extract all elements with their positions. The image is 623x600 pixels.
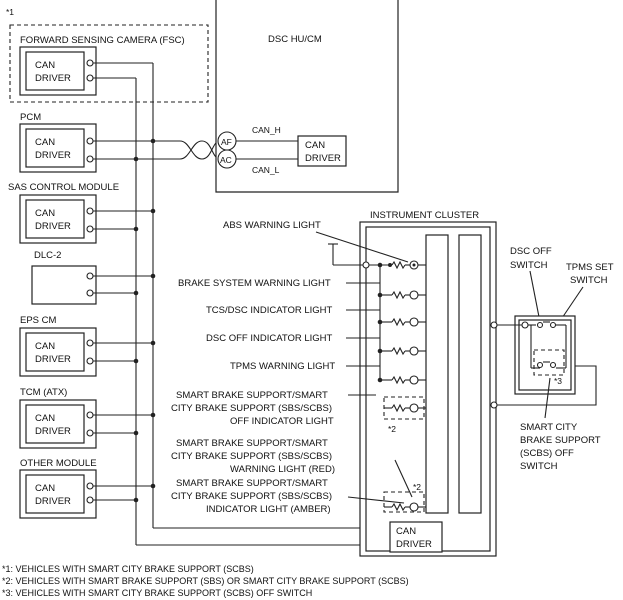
footnote-2: *2: VEHICLES WITH SMART BRAKE SUPPORT (S… — [2, 576, 409, 586]
sbs-warning-label-1: SMART BRAKE SUPPORT/SMART — [176, 438, 328, 449]
dlc-label: DLC-2 — [34, 250, 61, 261]
tcm-can-line1: CAN — [35, 413, 55, 424]
eps-can-line2: DRIVER — [35, 354, 71, 365]
eps-can-line1: CAN — [35, 341, 55, 352]
dsc-off-indicator-label: DSC OFF INDICATOR LIGHT — [206, 333, 333, 344]
other-can-line2: DRIVER — [35, 496, 71, 507]
dlc-connector — [31, 265, 97, 305]
fsc-can-line1: CAN — [35, 60, 55, 71]
dsc-title: DSC HU/CM — [268, 34, 322, 45]
eps-module: CAN DRIVER — [19, 327, 97, 377]
pcm-label: PCM — [20, 112, 41, 123]
sas-can-line1: CAN — [35, 208, 55, 219]
eps-label: EPS CM — [20, 315, 57, 326]
scbs-off-marker: *3 — [554, 376, 562, 386]
dsc-off-switch-label-1: DSC OFF — [510, 246, 552, 257]
footnote-1: *1: VEHICLES WITH SMART CITY BRAKE SUPPO… — [2, 564, 254, 574]
cluster-labels: ABS WARNING LIGHT BRAKE SYSTEM WARNING L… — [171, 220, 409, 515]
cluster-can-line2: DRIVER — [396, 539, 432, 550]
dsc-can-h: CAN_H — [252, 125, 281, 135]
fsc-marker: *1 — [6, 7, 14, 17]
dsc-hu-cm: DSC HU/CM AF AC CAN_H CAN_L CAN DRIVER — [215, 0, 399, 193]
brake-warning-label: BRAKE SYSTEM WARNING LIGHT — [178, 278, 331, 289]
fsc-optional-region — [9, 24, 209, 103]
tpms-set-switch-label-1: TPMS SET — [566, 262, 614, 273]
scbs-switch-label-4: SWITCH — [520, 461, 558, 472]
sbs-indicator-label-3: INDICATOR LIGHT (AMBER) — [206, 504, 331, 515]
sbs-indicator-label-1: SMART BRAKE SUPPORT/SMART — [176, 478, 328, 489]
sbs-off-label-3: OFF INDICATOR LIGHT — [230, 416, 334, 427]
tcm-label: TCM (ATX) — [20, 387, 67, 398]
abs-warning-label: ABS WARNING LIGHT — [223, 220, 321, 231]
sbs-ind-marker: *2 — [413, 482, 421, 492]
other-label: OTHER MODULE — [20, 458, 97, 469]
cluster-title: INSTRUMENT CLUSTER — [370, 210, 479, 221]
sbs-off-label-2: CITY BRAKE SUPPORT (SBS/SCBS) — [171, 403, 332, 414]
tcm-module: CAN DRIVER — [19, 399, 97, 449]
sas-module: CAN DRIVER — [19, 194, 97, 244]
tpms-warning-label: TPMS WARNING LIGHT — [230, 361, 335, 372]
scbs-switch-label-1: SMART CITY — [520, 422, 578, 433]
other-module: CAN DRIVER — [19, 469, 97, 519]
switch-assembly: DSC OFF SWITCH TPMS SET SWITCH *3 SMART … — [497, 246, 614, 472]
dsc-can-line2: DRIVER — [305, 153, 341, 164]
pcm-can-line1: CAN — [35, 137, 55, 148]
scbs-switch-label-2: BRAKE SUPPORT — [520, 435, 601, 446]
scbs-switch-label-3: (SCBS) OFF — [520, 448, 574, 459]
footnotes: *1: VEHICLES WITH SMART CITY BRAKE SUPPO… — [2, 564, 409, 598]
dsc-can-line1: CAN — [305, 140, 325, 151]
dsc-off-switch-label-2: SWITCH — [510, 260, 548, 271]
module-column: *1 FORWARD SENSING CAMERA (FSC) CAN DRIV… — [6, 7, 209, 519]
footnote-3: *3: VEHICLES WITH SMART CITY BRAKE SUPPO… — [2, 588, 312, 598]
fsc-module: CAN DRIVER — [19, 46, 97, 96]
tcm-can-line2: DRIVER — [35, 426, 71, 437]
sbs-off-marker: *2 — [388, 424, 396, 434]
tpms-set-switch-label-2: SWITCH — [570, 275, 608, 286]
dsc-can-l: CAN_L — [252, 165, 280, 175]
fsc-can-line2: DRIVER — [35, 73, 71, 84]
pcm-can-line2: DRIVER — [35, 150, 71, 161]
sbs-off-label-1: SMART BRAKE SUPPORT/SMART — [176, 390, 328, 401]
dsc-af: AF — [221, 137, 232, 147]
sbs-warning-label-2: CITY BRAKE SUPPORT (SBS/SCBS) — [171, 451, 332, 462]
instrument-cluster: INSTRUMENT CLUSTER CAN DRIVER — [328, 210, 498, 557]
dsc-ac: AC — [220, 155, 232, 165]
pcm-module: CAN DRIVER — [19, 123, 97, 173]
sas-can-line2: DRIVER — [35, 221, 71, 232]
other-can-line1: CAN — [35, 483, 55, 494]
cluster-can-line1: CAN — [396, 526, 416, 537]
fsc-label: FORWARD SENSING CAMERA (FSC) — [20, 35, 185, 46]
tcs-indicator-label: TCS/DSC INDICATOR LIGHT — [206, 305, 333, 316]
sbs-indicator-label-2: CITY BRAKE SUPPORT (SBS/SCBS) — [171, 491, 332, 502]
sbs-warning-label-3: WARNING LIGHT (RED) — [230, 464, 335, 475]
sas-label: SAS CONTROL MODULE — [8, 182, 119, 193]
